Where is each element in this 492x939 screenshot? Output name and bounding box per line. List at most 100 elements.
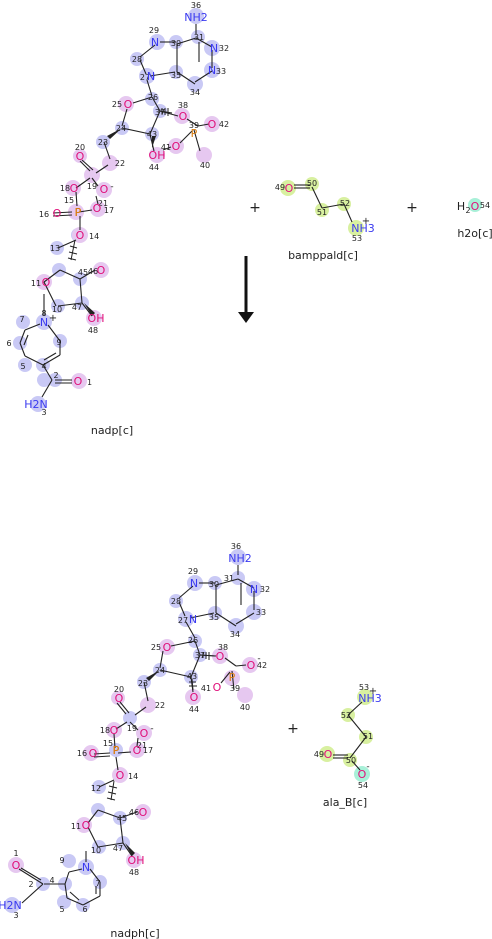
atom-label: 46 [88, 267, 98, 276]
atom-label: OH [88, 312, 105, 325]
atom-label: 24 [155, 666, 165, 675]
atom-label: 15 [64, 196, 74, 205]
atom-label: 48 [88, 326, 98, 335]
atom-label: + [362, 216, 370, 227]
atom-label: N [151, 36, 159, 49]
atom-label: 49 [275, 183, 285, 192]
atom-label: O [110, 724, 119, 737]
atom-label: 5 [59, 905, 64, 914]
atom-label: 28 [132, 55, 142, 64]
atom-label: 13 [50, 244, 60, 253]
atom-label: 18 [100, 726, 110, 735]
atom-label: O [133, 744, 142, 757]
atom-label: 23 [98, 138, 108, 147]
atom-label: 2 [28, 880, 33, 889]
atom-label: P [113, 744, 120, 757]
atom-label: O [115, 692, 124, 705]
atom-label: 52 [340, 199, 350, 208]
atom-label: OH [128, 854, 145, 867]
atom-label: O [97, 264, 106, 277]
atom-label: 28 [171, 597, 181, 606]
atom-label: 51 [317, 208, 327, 217]
atom-label: O [247, 659, 256, 672]
atom-label: O [471, 200, 480, 213]
atom-label: N [210, 42, 218, 55]
atom-label: O [358, 768, 367, 781]
atom-label: 34 [230, 630, 240, 639]
atom-label: 24 [116, 124, 126, 133]
atom-label: P [75, 206, 82, 219]
atom-label: 17 [104, 206, 114, 215]
atom-label: 11 [31, 279, 41, 288]
atom-label: 41 [201, 684, 211, 693]
atom-label: 25 [112, 100, 122, 109]
molecule-nadph: 36 NH2 29 N 31 N 32 30 28 33 27 N 35 34 … [0, 542, 270, 939]
amine-label: NH2 [184, 11, 208, 24]
atom-label: H [457, 200, 465, 213]
atom-label: 21 [98, 199, 108, 208]
reactant-name-nadp: nadp[c] [91, 424, 133, 437]
atom-label: 54 [480, 201, 490, 210]
molecule-bamppald: 49 O 50 51 52 NH3 + 53 bamppald[c] [275, 177, 375, 262]
product-name-nadph: nadph[c] [110, 927, 159, 939]
atom-label: 35 [209, 613, 219, 622]
atom-label: O [82, 819, 91, 832]
atom-label: 32 [260, 585, 270, 594]
atom-label: O [42, 276, 51, 289]
atom-label: + [369, 686, 377, 697]
atom-label: 44 [149, 163, 159, 172]
reactant-name-bamppald: bamppald[c] [288, 249, 358, 262]
atom-label: 45 [78, 268, 88, 277]
atom-label: 39 [189, 121, 199, 130]
atom-label: 9 [56, 338, 61, 347]
atom-label: 8 [41, 309, 46, 318]
atom-label: O [208, 118, 217, 131]
molecule-water: H 2 O 54 h2o[c] [457, 198, 492, 240]
atom-label: 2 [465, 206, 470, 215]
atom-label: 49 [314, 750, 324, 759]
atom-label: 11 [71, 822, 81, 831]
atom-label: O [76, 229, 85, 242]
atom-label: 53 [352, 234, 362, 243]
atom-label: 19 [127, 724, 137, 733]
atom-label: 21 [137, 741, 147, 750]
atom-label: O [116, 769, 125, 782]
atom-label: 42 [219, 120, 229, 129]
atom-label: 3 [13, 911, 18, 920]
atom-label: NH3 [358, 692, 382, 705]
atom-label: 33 [216, 67, 226, 76]
atom-label: O [93, 202, 102, 215]
atom-label: O [163, 641, 172, 654]
atom-label: 2 [53, 371, 58, 380]
atom-label: 17 [143, 746, 153, 755]
atom-label: O [100, 183, 109, 196]
atom-label: 46 [129, 808, 139, 817]
atom-label: P [191, 127, 198, 140]
atom-label: 33 [256, 608, 266, 617]
atom-label: NH3 [351, 222, 375, 235]
atom-label: NH2 [228, 552, 252, 565]
atom-label: O [70, 182, 79, 195]
atom-label: 7 [95, 879, 100, 888]
atom-label: O [12, 859, 21, 872]
atom-label: 20 [75, 143, 85, 152]
atom-label: O [124, 98, 133, 111]
atom-label: 22 [155, 701, 165, 710]
atom-label: 22 [115, 159, 125, 168]
molecule-nadp: 36 NH2 29 N 30 31 N 32 28 N 33 27 N 35 3… [6, 1, 229, 437]
atom-label: 4 [41, 362, 46, 371]
product-name-ala-b: ala_B[c] [323, 796, 367, 809]
atom-label: H2N [0, 899, 22, 912]
atom-label: 50 [346, 756, 356, 765]
atom-label: 45 [117, 814, 127, 823]
atom-label: N [82, 861, 90, 874]
atom-label: 6 [6, 339, 11, 348]
atom-label: 42 [257, 661, 267, 670]
atom-label: N [208, 64, 216, 77]
atom-label: 7 [19, 315, 24, 324]
atom-label: O [190, 691, 199, 704]
atom-label: 29 [149, 26, 159, 35]
atom-label: 27 [178, 616, 188, 625]
atom-label: N [189, 613, 197, 626]
